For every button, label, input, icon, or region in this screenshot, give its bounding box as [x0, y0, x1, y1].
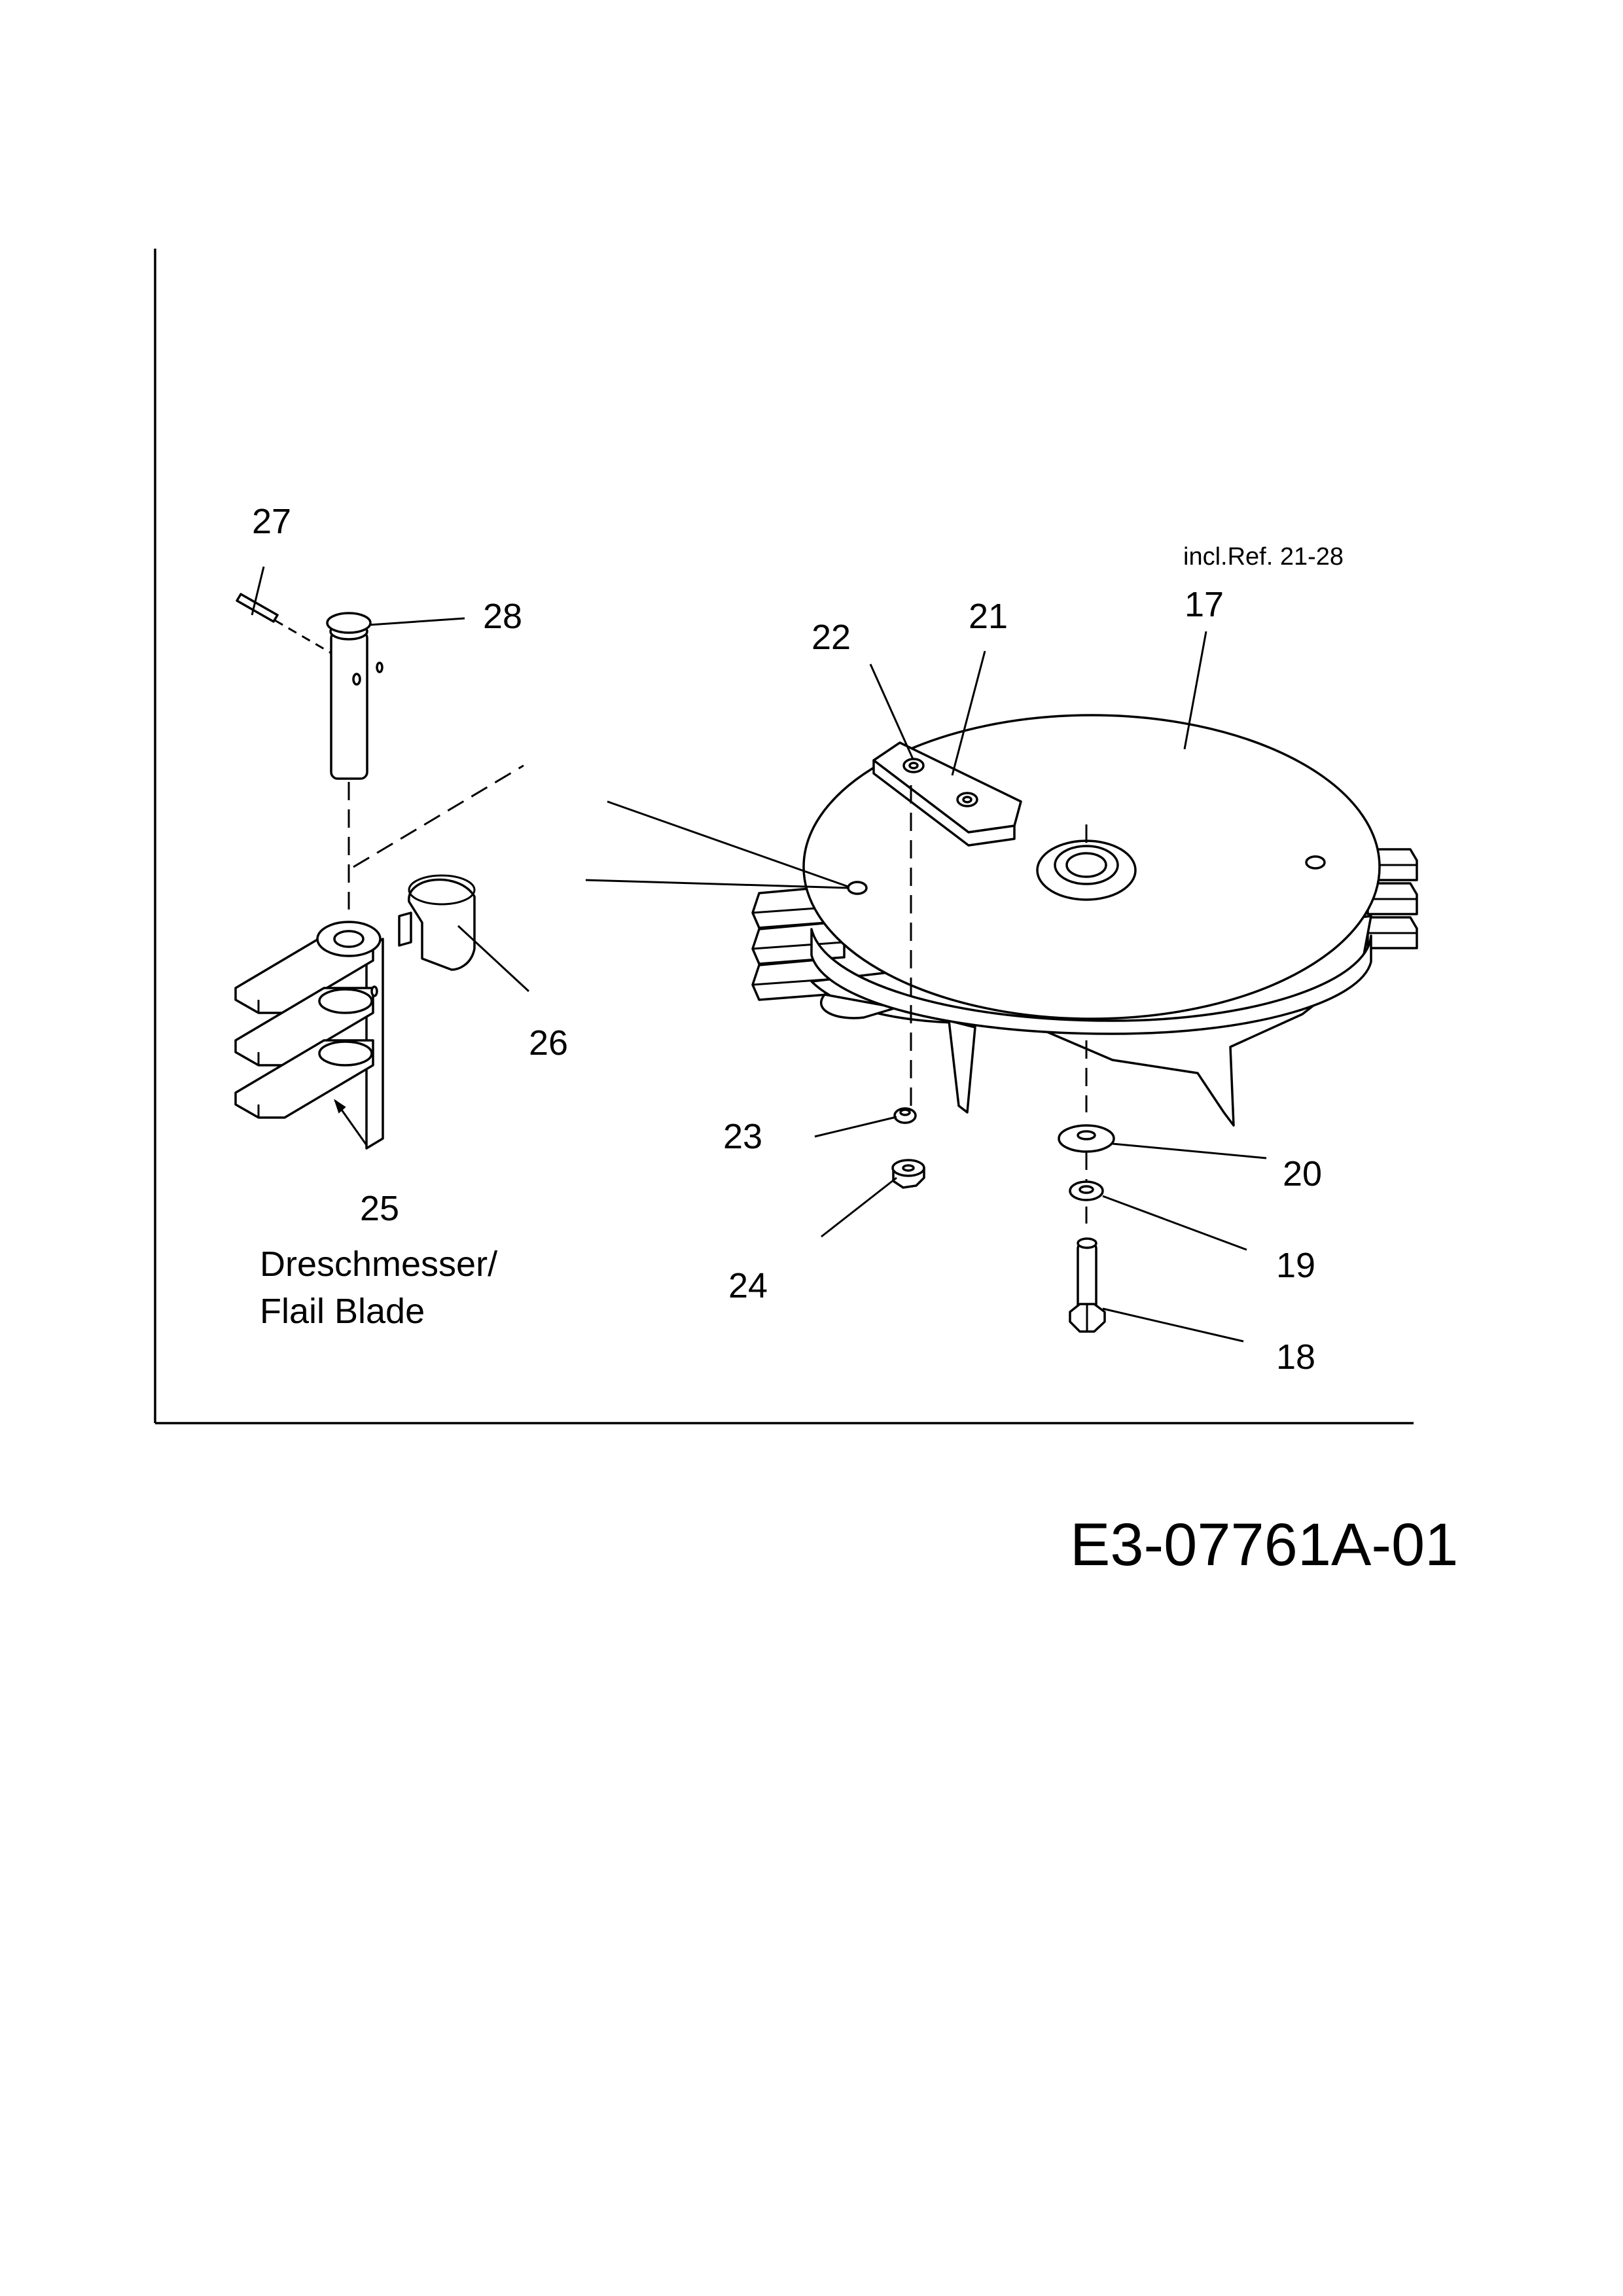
arrowhead-25 [334, 1099, 346, 1114]
callout-22: 22 [812, 618, 851, 657]
leader-27 [251, 566, 265, 616]
flail-blade-25-drawing [234, 921, 384, 1150]
leader-17 [1183, 631, 1207, 750]
leader-19 [1102, 1195, 1247, 1251]
clip-26-drawing [398, 874, 476, 971]
drawing-code: E3-07761A-01 [1070, 1511, 1458, 1578]
nut-23-drawing [893, 1107, 917, 1124]
leader-21 [951, 650, 986, 776]
callout-26: 26 [529, 1023, 568, 1063]
callout-28: 28 [483, 597, 522, 636]
disc-assembly-17-drawing [751, 714, 1418, 1127]
leader-23 [814, 1116, 897, 1138]
leader-20 [1112, 1142, 1267, 1159]
leader-18 [1102, 1307, 1244, 1343]
blade-label-german: Dreschmesser/ [260, 1245, 497, 1284]
callout-17: 17 [1185, 585, 1224, 624]
callout-25: 25 [360, 1189, 399, 1228]
callout-23: 23 [723, 1117, 762, 1156]
bolt-18-drawing [1069, 1237, 1106, 1333]
guide-line-blade [353, 764, 524, 868]
callout-27: 27 [252, 502, 291, 541]
locknut-24-drawing [891, 1159, 925, 1189]
leader-24 [821, 1176, 897, 1238]
leader-28 [369, 617, 465, 626]
callout-20: 20 [1283, 1154, 1322, 1193]
knife-21-drawing [872, 741, 1022, 1106]
leader-22 [869, 663, 914, 760]
pin-28-drawing [326, 612, 383, 910]
lockwasher-19-drawing [1069, 1180, 1104, 1201]
leader-26 [457, 925, 530, 993]
callout-21: 21 [969, 597, 1008, 636]
leader-hole-b [585, 879, 849, 889]
leader-hole-a [607, 800, 849, 888]
blade-label-english: Flail Blade [260, 1292, 425, 1331]
include-note: incl.Ref. 21-28 [1183, 543, 1344, 571]
washer-20-drawing [1058, 1124, 1115, 1224]
callout-19: 19 [1276, 1246, 1315, 1285]
callout-18: 18 [1276, 1337, 1315, 1377]
callout-24: 24 [728, 1266, 768, 1305]
